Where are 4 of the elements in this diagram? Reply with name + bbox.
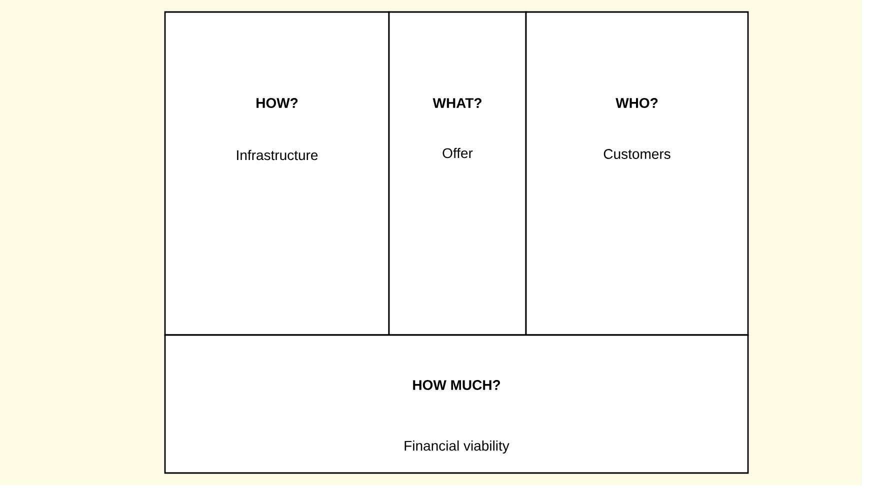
- canvas-block: HOW MUCH? Financial viability: [164, 334, 749, 474]
- canvas-block: WHAT? Offer: [388, 11, 527, 336]
- canvas-block: HOW? Infrastructure: [164, 11, 390, 336]
- canvas-block: WHO? Customers: [525, 11, 749, 336]
